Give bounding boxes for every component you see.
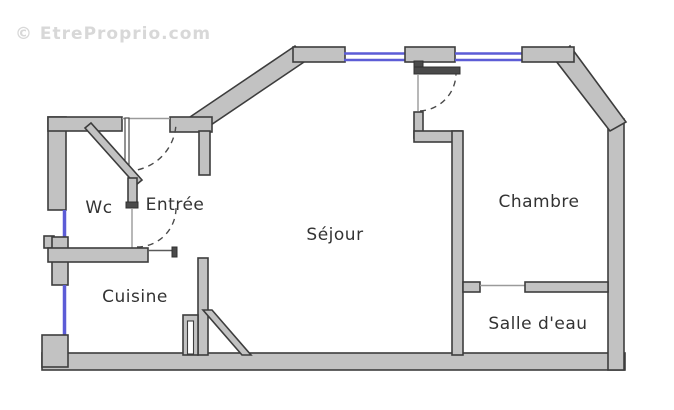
cuisine-sejour-wall <box>197 257 209 356</box>
left-wall-lower <box>41 334 69 368</box>
top-wall-pier <box>404 46 456 63</box>
right-wall <box>607 118 625 371</box>
room-label-entree: Entrée <box>145 195 205 215</box>
room-label-sejour: Séjour <box>306 225 364 245</box>
sejour-chambre-wall <box>451 130 464 356</box>
top-wall-segment <box>521 46 575 63</box>
duct-slot <box>186 320 195 355</box>
cuisine-diagonal-wall <box>201 309 253 356</box>
wc-door-jamb <box>125 201 139 209</box>
room-label-cuisine: Cuisine <box>102 287 168 307</box>
cuisine-top-wall <box>47 247 149 263</box>
entree-corner-wall <box>169 116 213 133</box>
room-label-salle-deau: Salle d'eau <box>488 314 588 334</box>
bottom-wall <box>41 352 626 371</box>
salle-deau-wall-stub <box>462 281 481 293</box>
top-wall-segment <box>292 46 346 63</box>
chambre-top-wall <box>413 66 461 75</box>
entrance-door-swing-arc <box>126 121 177 172</box>
salle-deau-top-wall <box>524 281 609 293</box>
wc-top-wall <box>47 116 123 132</box>
room-label-wc: Wc <box>85 198 113 218</box>
wc-diagonal-wall <box>83 121 144 187</box>
room-label-chambre: Chambre <box>498 192 580 212</box>
chambre-wall-notch <box>413 60 424 68</box>
wc-wall <box>127 177 138 205</box>
chambre-door-swing-arc <box>419 73 457 112</box>
cuisine-door-jamb <box>171 246 178 258</box>
entree-sejour-stub <box>198 130 211 176</box>
watermark: © EtreProprio.com <box>15 24 212 44</box>
